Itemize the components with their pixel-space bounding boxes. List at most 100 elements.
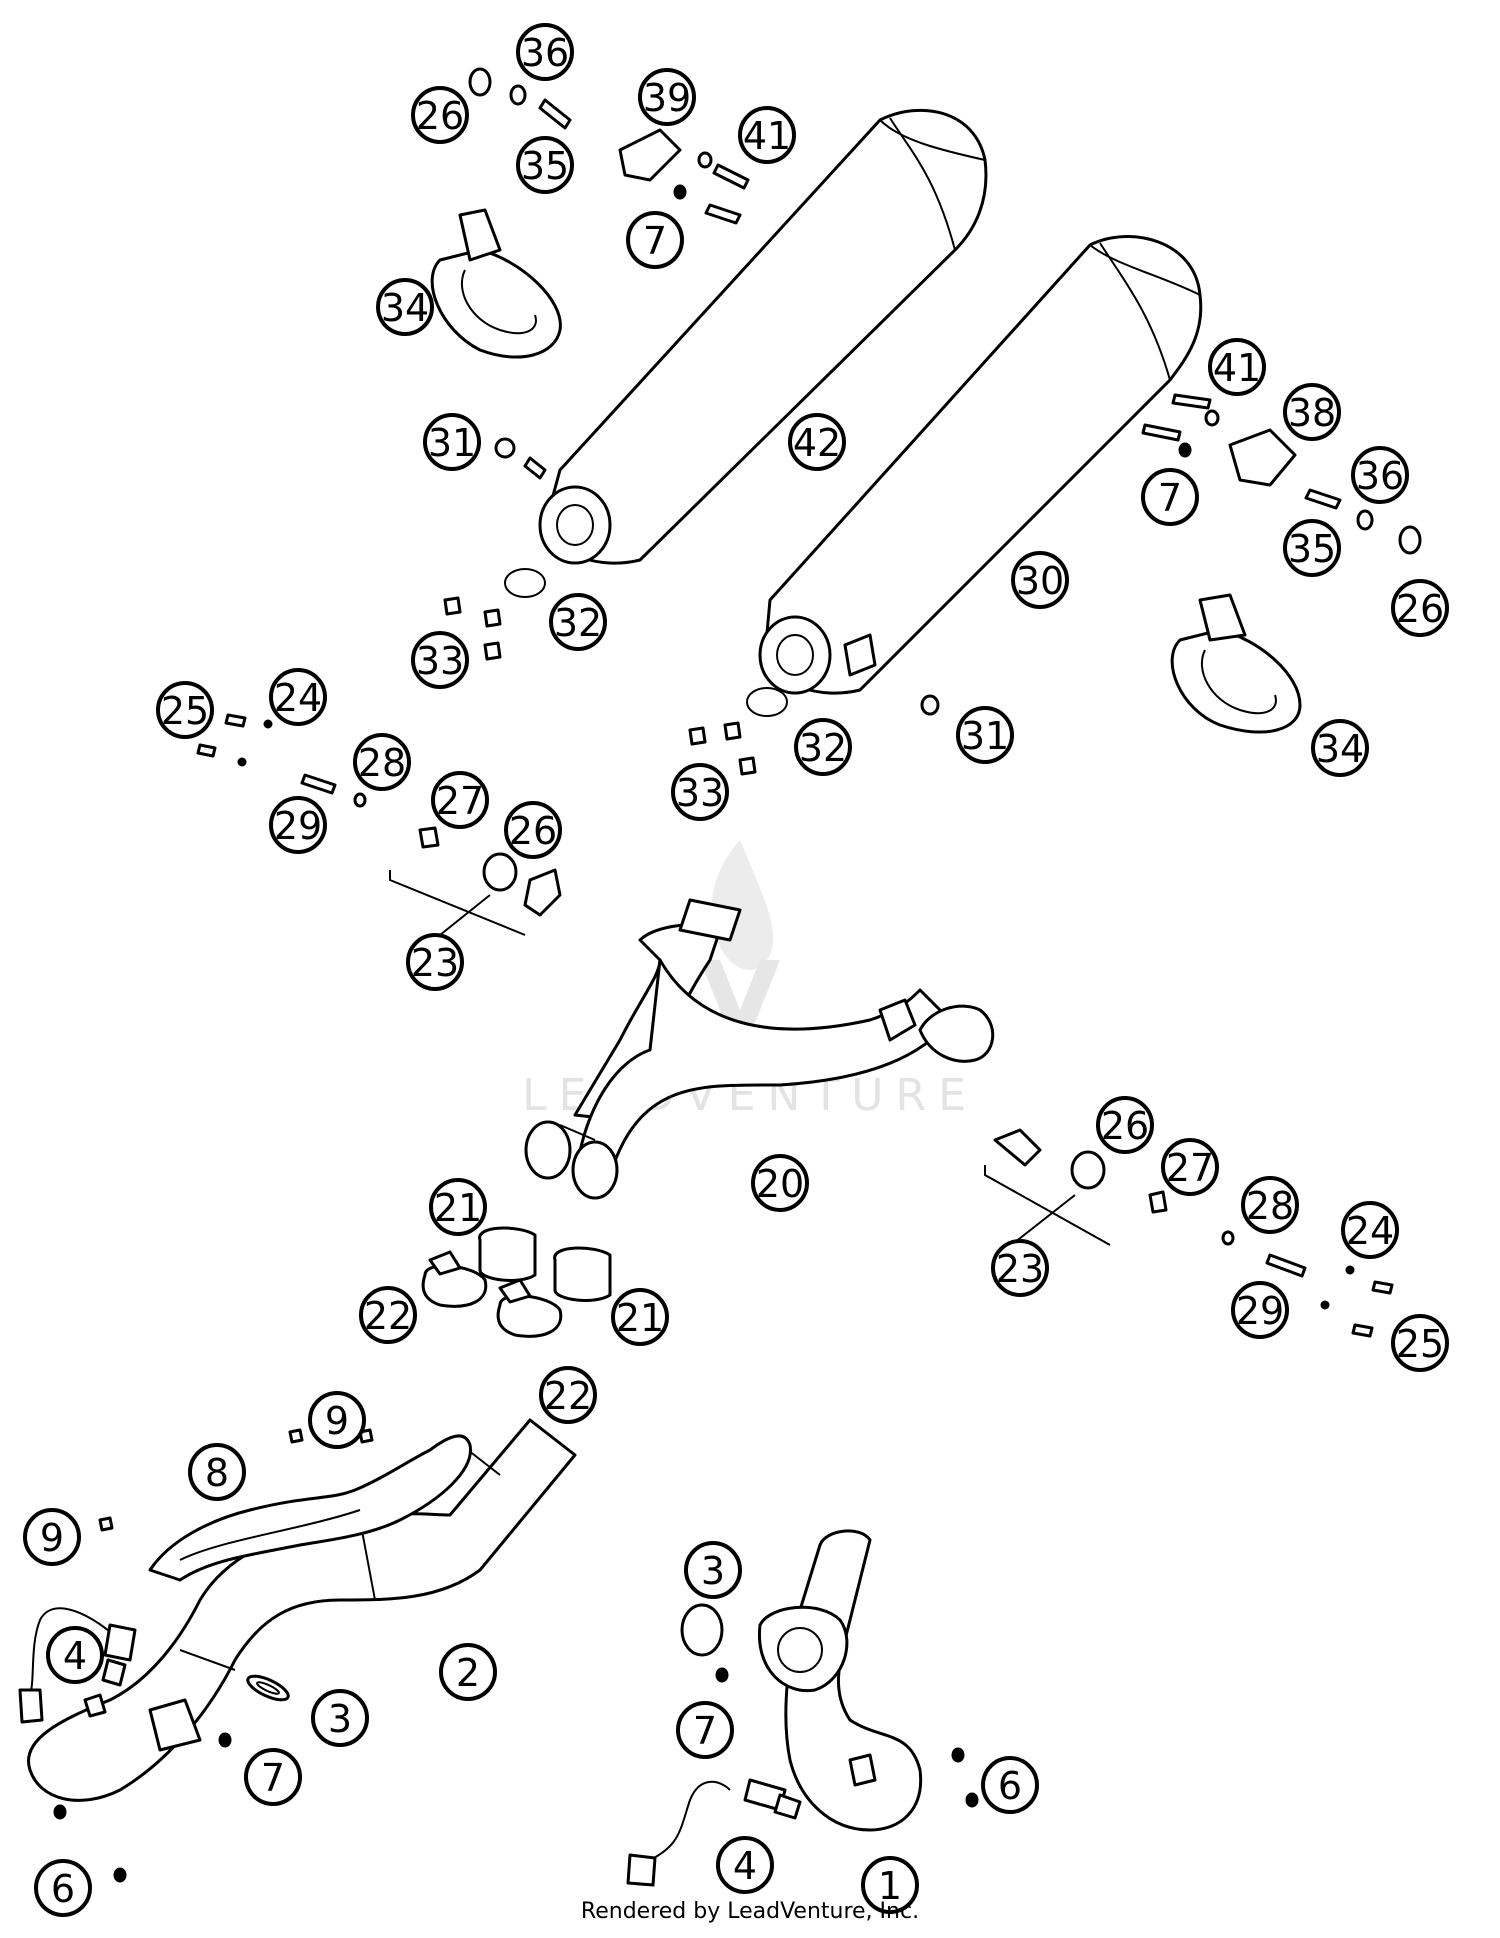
callout-2: 2 [439,1643,497,1701]
callout-circle [1341,1201,1399,1259]
callout-circle [1208,338,1266,396]
callout-circle [549,593,607,651]
callout-circle [269,796,327,854]
callout-number: 8 [205,1451,229,1495]
clamps-22 [421,1250,563,1338]
callout-number: 33 [676,771,724,815]
callout-number: 34 [1316,727,1364,771]
callout-36: 36 [1351,446,1409,504]
callout-25: 25 [1391,1314,1449,1372]
clamp-34-right [1170,593,1302,734]
callout-circle [991,1239,1049,1297]
callout-circle [359,1286,417,1344]
callout-31: 31 [956,706,1014,764]
callout-circle [188,1443,246,1501]
callout-circle [516,23,574,81]
callout-circle [1311,719,1369,777]
callout-32: 32 [549,593,607,651]
callout-number: 28 [358,741,406,785]
callout-27: 27 [431,771,489,829]
callout-41: 41 [1208,338,1266,396]
header-pipe-1 [757,1529,923,1832]
callout-number: 29 [1236,1289,1284,1333]
callout-circle [439,1643,497,1701]
callout-number: 21 [616,1296,664,1340]
callout-9: 9 [308,1391,366,1449]
callout-circle [794,718,852,776]
callout-number: 3 [328,1697,352,1741]
callout-38: 38 [1283,383,1341,441]
callout-number: 36 [1356,454,1404,498]
callout-circle [1351,446,1409,504]
callout-number: 33 [416,639,464,683]
clamp-34-left [430,208,562,359]
callout-number: 34 [381,286,429,330]
callout-circle [626,211,684,269]
callout-circle [411,631,469,689]
callout-number: 25 [1396,1322,1444,1366]
callout-number: 28 [1246,1184,1294,1228]
callout-circle [353,733,411,791]
callout-number: 23 [411,941,459,985]
callout-42: 42 [788,413,846,471]
callout-8: 8 [188,1443,246,1501]
upper-hardware [443,67,1422,776]
callout-6: 6 [34,1859,92,1917]
callout-circle [411,86,469,144]
callout-circle [1391,1314,1449,1372]
callout-number: 41 [743,114,791,158]
callout-number: 31 [428,421,476,465]
callout-circle [611,1288,669,1346]
callout-24: 24 [1341,1201,1399,1259]
callout-circle [751,1154,809,1212]
callout-26: 26 [1096,1096,1154,1154]
callout-circle [738,106,796,164]
callout-21: 21 [429,1178,487,1236]
callout-30: 30 [1011,551,1069,609]
callout-circle [684,1541,742,1599]
callout-33: 33 [411,631,469,689]
callout-41: 41 [738,106,796,164]
callout-circle [1161,1138,1219,1196]
callout-circle [716,1836,774,1894]
callout-number: 21 [434,1186,482,1230]
callout-28: 28 [353,733,411,791]
lower-hardware [53,1428,979,1883]
callout-circle [269,668,327,726]
callout-number: 2 [456,1651,480,1695]
callout-circle [1283,519,1341,577]
callout-27: 27 [1161,1138,1219,1196]
callout-26: 26 [411,86,469,144]
callout-circle [861,1856,919,1914]
callout-25: 25 [156,681,214,739]
callout-35: 35 [516,136,574,194]
callout-number: 6 [51,1867,75,1911]
callout-number: 32 [554,601,602,645]
callout-7: 7 [676,1701,734,1759]
callout-circle [376,278,434,336]
callout-number: 41 [1213,346,1261,390]
callout-circle [788,413,846,471]
callout-6: 6 [981,1756,1039,1814]
callout-number: 4 [63,1634,87,1678]
callout-circle [638,68,696,126]
callout-34: 34 [1311,719,1369,777]
callout-26: 26 [1391,579,1449,637]
callout-number: 22 [364,1294,412,1338]
callout-circle [406,933,464,991]
callout-20: 20 [751,1154,809,1212]
callout-29: 29 [269,796,327,854]
callout-number: 1 [878,1864,902,1908]
callout-number: 26 [416,94,464,138]
callout-circle [1391,579,1449,637]
callout-number: 32 [799,726,847,770]
oxygen-sensor-right [626,1778,802,1887]
callout-circle [1231,1281,1289,1339]
callout-number: 20 [756,1162,804,1206]
callout-number: 24 [1346,1209,1394,1253]
sleeves-21 [478,1226,612,1302]
callout-circle [431,771,489,829]
callout-number: 26 [509,809,557,853]
